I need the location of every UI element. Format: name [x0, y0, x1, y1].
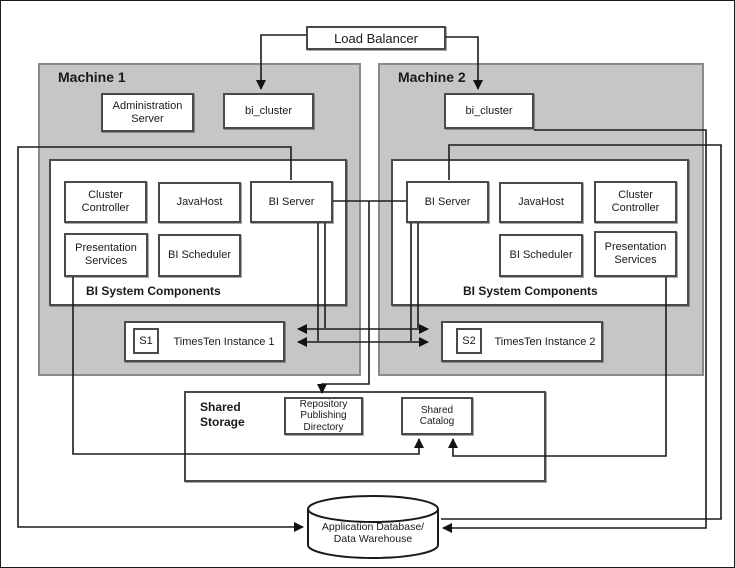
bi-server-box-machine1: BI Server — [250, 181, 333, 223]
ps2-line2: Services — [614, 254, 657, 266]
bi-scheduler-box-machine2: BI Scheduler — [499, 234, 583, 277]
database-cylinder-shape — [307, 495, 439, 559]
javahost-box-machine1: JavaHost — [158, 182, 241, 223]
presentation-services-label-machine2: Presentation Services — [605, 241, 667, 267]
cluster-controller-label-machine2: Cluster Controller — [612, 189, 660, 215]
shared-storage-line2: Storage — [200, 415, 245, 429]
cc2-line2: Controller — [611, 202, 660, 214]
timesten-s1-tag: S1 — [133, 328, 159, 354]
bi-server-box-machine2: BI Server — [406, 181, 489, 223]
load-balancer-box: Load Balancer — [306, 26, 446, 50]
bi-scheduler-label-machine1: BI Scheduler — [168, 249, 231, 261]
cc1-line1: Cluster — [88, 189, 123, 201]
bi-cluster-box-machine1: bi_cluster — [223, 93, 314, 129]
bi-cluster-label-machine1: bi_cluster — [244, 104, 293, 117]
database-label: Application Database/ Data Warehouse — [307, 518, 439, 548]
database-line2: Data Warehouse — [333, 533, 413, 545]
ps1-line1: Presentation — [75, 242, 137, 254]
ps1-line2: Services — [84, 255, 128, 267]
shared-catalog-label: Shared Catalog — [420, 405, 454, 428]
bi-system-components-label-machine2: BI System Components — [463, 284, 598, 298]
cluster-controller-label-machine1: Cluster Controller — [82, 189, 130, 215]
repository-publishing-directory-box: Repository Publishing Directory — [284, 397, 363, 435]
machine2-label: Machine 2 — [398, 69, 466, 85]
bi-server-label-machine2: BI Server — [424, 195, 471, 208]
administration-server-line2: Server — [131, 112, 164, 125]
repo-line1: Repository — [299, 398, 348, 410]
bi-system-components-label-machine1: BI System Components — [86, 284, 221, 298]
presentation-services-label-machine1: Presentation Services — [75, 242, 137, 268]
cc1-line2: Controller — [81, 202, 130, 214]
cc2-line1: Cluster — [618, 189, 653, 201]
load-balancer-label: Load Balancer — [334, 30, 418, 46]
bi-cluster-box-machine2: bi_cluster — [444, 93, 534, 129]
repo-line3: Directory — [303, 421, 344, 433]
bi-scheduler-box-machine1: BI Scheduler — [158, 234, 241, 277]
catalog-line1: Shared — [420, 404, 454, 416]
administration-server-label: Administration Server — [113, 100, 183, 126]
timesten-instance2-label: TimesTen Instance 2 — [494, 335, 596, 348]
s2-label: S2 — [462, 334, 476, 347]
shared-storage-label: Shared Storage — [200, 400, 245, 430]
cluster-controller-box-machine2: Cluster Controller — [594, 181, 677, 223]
shared-storage-line1: Shared — [200, 400, 241, 414]
javahost-label-machine2: JavaHost — [518, 196, 564, 208]
javahost-label-machine1: JavaHost — [176, 196, 223, 208]
bi-cluster-label-machine2: bi_cluster — [465, 104, 513, 117]
timesten-s2-tag: S2 — [456, 328, 482, 354]
administration-server-line1: Administration — [112, 99, 183, 112]
bi-server-label-machine1: BI Server — [268, 195, 315, 208]
shared-catalog-box: Shared Catalog — [401, 397, 473, 435]
repository-publishing-directory-label: Repository Publishing Directory — [300, 399, 348, 434]
bi-scheduler-label-machine2: BI Scheduler — [509, 249, 573, 261]
presentation-services-box-machine2: Presentation Services — [594, 231, 677, 277]
cluster-controller-box-machine1: Cluster Controller — [64, 181, 147, 223]
presentation-services-box-machine1: Presentation Services — [64, 233, 148, 277]
catalog-line2: Catalog — [419, 416, 455, 427]
s1-label: S1 — [139, 334, 153, 347]
database-line1: Application Database/ — [321, 521, 425, 533]
database-cylinder — [305, 493, 441, 563]
repo-line2: Publishing — [300, 410, 347, 422]
machine1-label: Machine 1 — [58, 69, 126, 85]
administration-server-box: Administration Server — [101, 93, 194, 132]
ps2-line1: Presentation — [604, 241, 667, 253]
javahost-box-machine2: JavaHost — [499, 182, 583, 223]
timesten-instance1-label: TimesTen Instance 1 — [173, 335, 275, 348]
